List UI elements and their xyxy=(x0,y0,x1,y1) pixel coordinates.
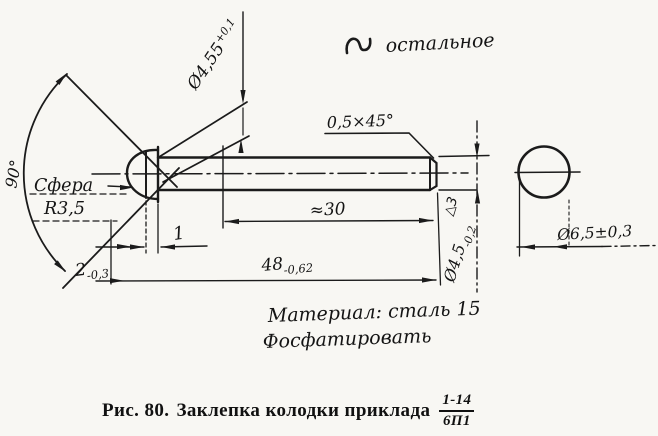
collar-arrow xyxy=(161,244,175,250)
cone-dia-arrow-up xyxy=(238,139,244,153)
body-dia-arrow-down xyxy=(474,143,480,158)
material-line-1: Материал: сталь 15 xyxy=(266,298,481,327)
material-notes: Материал: сталь 15 Фосфатировать xyxy=(262,298,481,353)
full-length-label: 48-0,62 xyxy=(260,252,314,279)
head-dia-arrow-1 xyxy=(521,244,535,250)
head-sphere-outline xyxy=(125,148,160,201)
approx-arrow-right xyxy=(419,217,433,224)
surface-finish-note: остальное xyxy=(345,29,495,57)
roughness-symbol-icon xyxy=(345,37,372,55)
body-dia-label: Ø4,5-0,2 xyxy=(439,221,479,286)
angle-90-label: 90° xyxy=(1,158,25,190)
approx-length-dimline xyxy=(224,219,434,223)
approx-length-label: ≈30 xyxy=(309,199,346,221)
head-dia-arrow-2 xyxy=(553,244,567,250)
cone-line-lower xyxy=(62,167,180,289)
rivet-end-view: Ø6,5±0,3 xyxy=(514,145,657,257)
cone-dia-arrow-down xyxy=(240,90,246,104)
head-dia-label: Ø6,5±0,3 xyxy=(556,222,633,244)
approx-arrow-left xyxy=(225,218,239,225)
ext-line-end xyxy=(436,192,442,286)
chamfer-callout: 0,5×45° xyxy=(324,111,435,159)
surface-note-text: остальное xyxy=(385,29,495,57)
axis-center-line xyxy=(91,172,469,175)
arc-arrow-bottom xyxy=(54,260,66,272)
angle-arc xyxy=(22,73,68,272)
drawing-code-denominator: 6П1 xyxy=(442,412,471,429)
cone-line-upper xyxy=(65,74,178,188)
head-height-arrow-2 xyxy=(117,244,131,250)
sphere-radius-callout: Сфера R3,5 xyxy=(29,176,134,222)
sphere-radius: R3,5 xyxy=(43,199,85,219)
sphere-word: Сфера xyxy=(34,176,93,196)
arc-arrow-top xyxy=(55,73,67,85)
head-dia-dimline-tail xyxy=(601,244,657,248)
full-length-dimension: 48-0,62 xyxy=(95,192,442,286)
ext-tick-top xyxy=(438,154,490,158)
circle-center-line xyxy=(514,171,581,174)
cone-ext-line-2 xyxy=(162,135,250,183)
material-line-2: Фосфатировать xyxy=(262,325,431,353)
figure-caption: Рис. 80. Заклепка колодки приклада 1-14 … xyxy=(102,392,622,429)
full-length-dimline xyxy=(95,279,437,282)
drawing-code-fraction: 1-14 6П1 xyxy=(439,392,475,429)
cone-ext-line-1 xyxy=(158,101,248,158)
body-dia-arrow-up xyxy=(474,189,481,204)
finish-mark-label: △3 xyxy=(441,195,462,218)
head-height-label: 2-0,3 xyxy=(73,257,110,284)
full-length-arrow-left xyxy=(110,278,124,284)
body-diameter-dimension: Ø4,5-0,2 △3 xyxy=(438,120,490,293)
head-dimensions: 2-0,3 1 xyxy=(73,200,208,285)
head-height-arrow-1 xyxy=(130,244,144,250)
chamfer-label: 0,5×45° xyxy=(326,111,394,132)
sphere-leader-arrow xyxy=(120,184,134,191)
figure-number: Рис. 80. xyxy=(102,399,170,421)
approx-length-dimension: ≈30 xyxy=(222,145,434,229)
full-length-arrow-right xyxy=(422,277,436,283)
drawing-code-numerator: 1-14 xyxy=(439,392,475,412)
end-chamfer-outline xyxy=(428,156,438,192)
figure-title: Заклепка колодки приклада xyxy=(176,399,431,421)
rivet-side-view xyxy=(91,145,469,204)
cone-dia-label: Ø4,55+0,1 xyxy=(182,16,244,94)
collar-label: 1 xyxy=(172,223,186,245)
chamfer-leader xyxy=(324,132,435,159)
